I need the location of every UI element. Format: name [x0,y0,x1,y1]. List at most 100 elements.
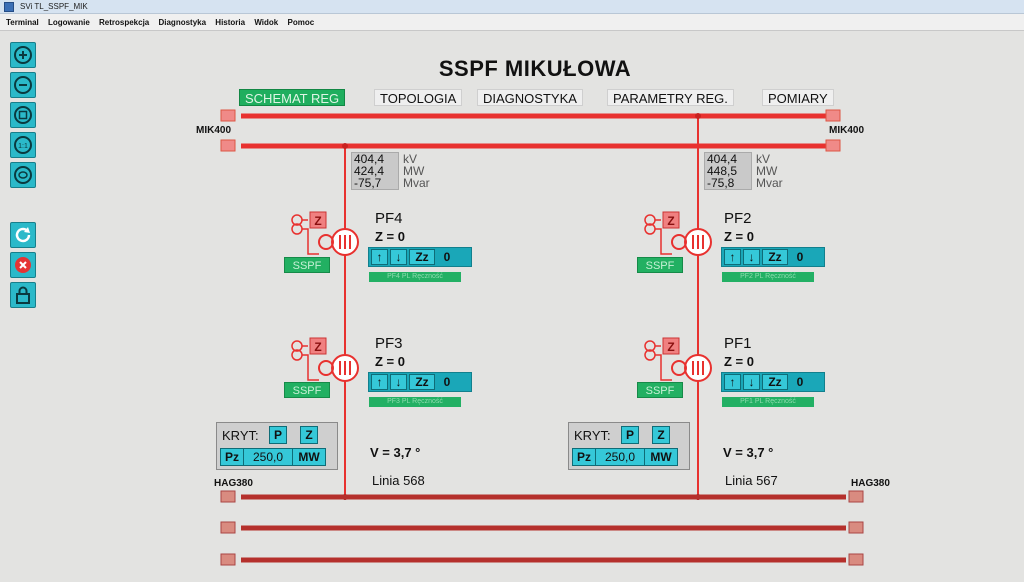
kryt-p-button[interactable]: P [269,426,287,444]
refresh-button[interactable] [10,222,36,248]
schematic-diagram: Z Z Z [220,109,864,566]
refresh-icon [15,227,31,243]
menu-retrospekcja[interactable]: Retrospekcja [99,18,150,27]
bus-marker[interactable] [848,490,864,503]
zoom-in-button[interactable] [10,42,36,68]
status-label-pf4: PF4 PL Ręczność [369,272,461,282]
unit-name-pf3: PF3 [375,335,403,352]
menu-bar: Terminal Logowanie Retrospekcja Diagnost… [0,14,1024,31]
bus-marker[interactable] [220,553,236,566]
bus-marker[interactable] [220,109,236,122]
tab-topologia[interactable]: TOPOLOGIA [374,89,463,106]
lock-button[interactable] [10,282,36,308]
line-name-567: Linia 567 [725,473,778,488]
measurement-box-left: 404,4 424,4 -75,7 [351,152,399,190]
status-label-pf2: PF2 PL Ręczność [722,272,814,282]
kryt-z-button[interactable]: Z [652,426,670,444]
zz-button[interactable]: Zz [762,374,788,390]
zoom-out-icon [14,76,32,94]
menu-pomoc[interactable]: Pomoc [287,18,315,27]
bus-marker[interactable] [220,139,236,152]
unit-name-pf1: PF1 [724,335,752,352]
line-angle-568: V = 3,7 ° [370,445,421,460]
measurement-box-right: 404,4 448,5 -75,8 [704,152,752,190]
app-icon [4,2,14,12]
menu-diagnostyka[interactable]: Diagnostyka [158,18,207,27]
kryt-p-button[interactable]: P [621,426,639,444]
tap-up-button[interactable]: ↑ [371,249,388,265]
voltage-value: 404,4 [354,152,385,166]
tab-schemat-reg[interactable]: SCHEMAT REG [239,89,346,106]
zoom-window-button[interactable] [10,162,36,188]
zz-button[interactable]: Zz [409,374,435,390]
tap-up-button[interactable]: ↑ [724,374,741,390]
zoom-reset-button[interactable]: 1:1 [10,132,36,158]
control-row-pf2: ↑ ↓ Zz 0 [721,247,825,267]
sspf-badge-pf3[interactable]: SSPF [284,382,330,398]
menu-terminal[interactable]: Terminal [6,18,39,27]
pz-unit: MW [644,448,678,466]
tab-diagnostyka[interactable]: DIAGNOSTYKA [477,89,583,106]
status-label-pf3: PF3 PL Ręczność [369,397,461,407]
tap-down-button[interactable]: ↓ [390,374,407,390]
kryt-panel-right: KRYT: P Z Pz 250,0 MW [568,422,690,470]
menu-logowanie[interactable]: Logowanie [47,18,90,27]
svg-text:Z: Z [314,340,321,354]
bus-marker[interactable] [825,109,841,122]
bus-label-mik400-left: MIK400 [196,125,232,136]
zz-value: 0 [437,249,457,265]
reactive-power-value: -75,8 [707,176,735,190]
unit-name-pf2: PF2 [724,210,752,227]
kryt-panel-left: KRYT: P Z Pz 250,0 MW [216,422,338,470]
line-angle-567: V = 3,7 ° [723,445,774,460]
svg-text:Z: Z [667,340,674,354]
bus-marker[interactable] [848,553,864,566]
measurement-units-left: kV MW Mvar [403,153,430,189]
phase-shifter-pf2[interactable]: Z [644,211,712,256]
zoom-in-icon [14,46,32,64]
z-value-pf3: Z = 0 [375,354,405,369]
tab-parametry-reg[interactable]: PARAMETRY REG. [607,89,734,106]
menu-widok[interactable]: Widok [254,18,279,27]
menu-historia[interactable]: Historia [215,18,246,27]
zoom-fit-button[interactable] [10,102,36,128]
tap-up-button[interactable]: ↑ [724,249,741,265]
close-button[interactable] [10,252,36,278]
phase-shifter-pf1[interactable]: Z [644,337,712,382]
tap-down-button[interactable]: ↓ [743,249,760,265]
bus-marker[interactable] [825,139,841,152]
reactive-power-value: -75,7 [354,176,382,190]
bus-label-mik400-right: MIK400 [829,125,865,136]
control-row-pf1: ↑ ↓ Zz 0 [721,372,825,392]
pz-label: Pz [220,448,244,466]
zoom-out-button[interactable] [10,72,36,98]
tap-down-button[interactable]: ↓ [743,374,760,390]
phase-shifter-pf3[interactable]: Z [291,337,359,382]
left-toolbar: 1:1 [0,32,46,582]
unit-mw: MW [403,164,425,178]
z-value-pf2: Z = 0 [724,229,754,244]
active-power-value: 424,4 [354,164,385,178]
kryt-z-button[interactable]: Z [300,426,318,444]
unit-name-pf4: PF4 [375,210,403,227]
sspf-badge-pf1[interactable]: SSPF [637,382,683,398]
tap-up-button[interactable]: ↑ [371,374,388,390]
phase-shifter-pf4[interactable]: Z [291,211,359,256]
svg-text:Z: Z [314,214,321,228]
z-value-pf1: Z = 0 [724,354,754,369]
node [695,113,701,119]
main-panel: Z Z Z [46,32,1024,582]
zz-button[interactable]: Zz [762,249,788,265]
node [342,143,348,149]
active-power-value: 448,5 [707,164,738,178]
tap-down-button[interactable]: ↓ [390,249,407,265]
zz-button[interactable]: Zz [409,249,435,265]
zoom-window-icon [14,166,32,184]
control-row-pf3: ↑ ↓ Zz 0 [368,372,472,392]
sspf-badge-pf2[interactable]: SSPF [637,257,683,273]
bus-marker[interactable] [220,521,236,534]
sspf-badge-pf4[interactable]: SSPF [284,257,330,273]
tab-pomiary[interactable]: POMIARY [762,89,834,106]
bus-marker[interactable] [848,521,864,534]
bus-marker[interactable] [220,490,236,503]
